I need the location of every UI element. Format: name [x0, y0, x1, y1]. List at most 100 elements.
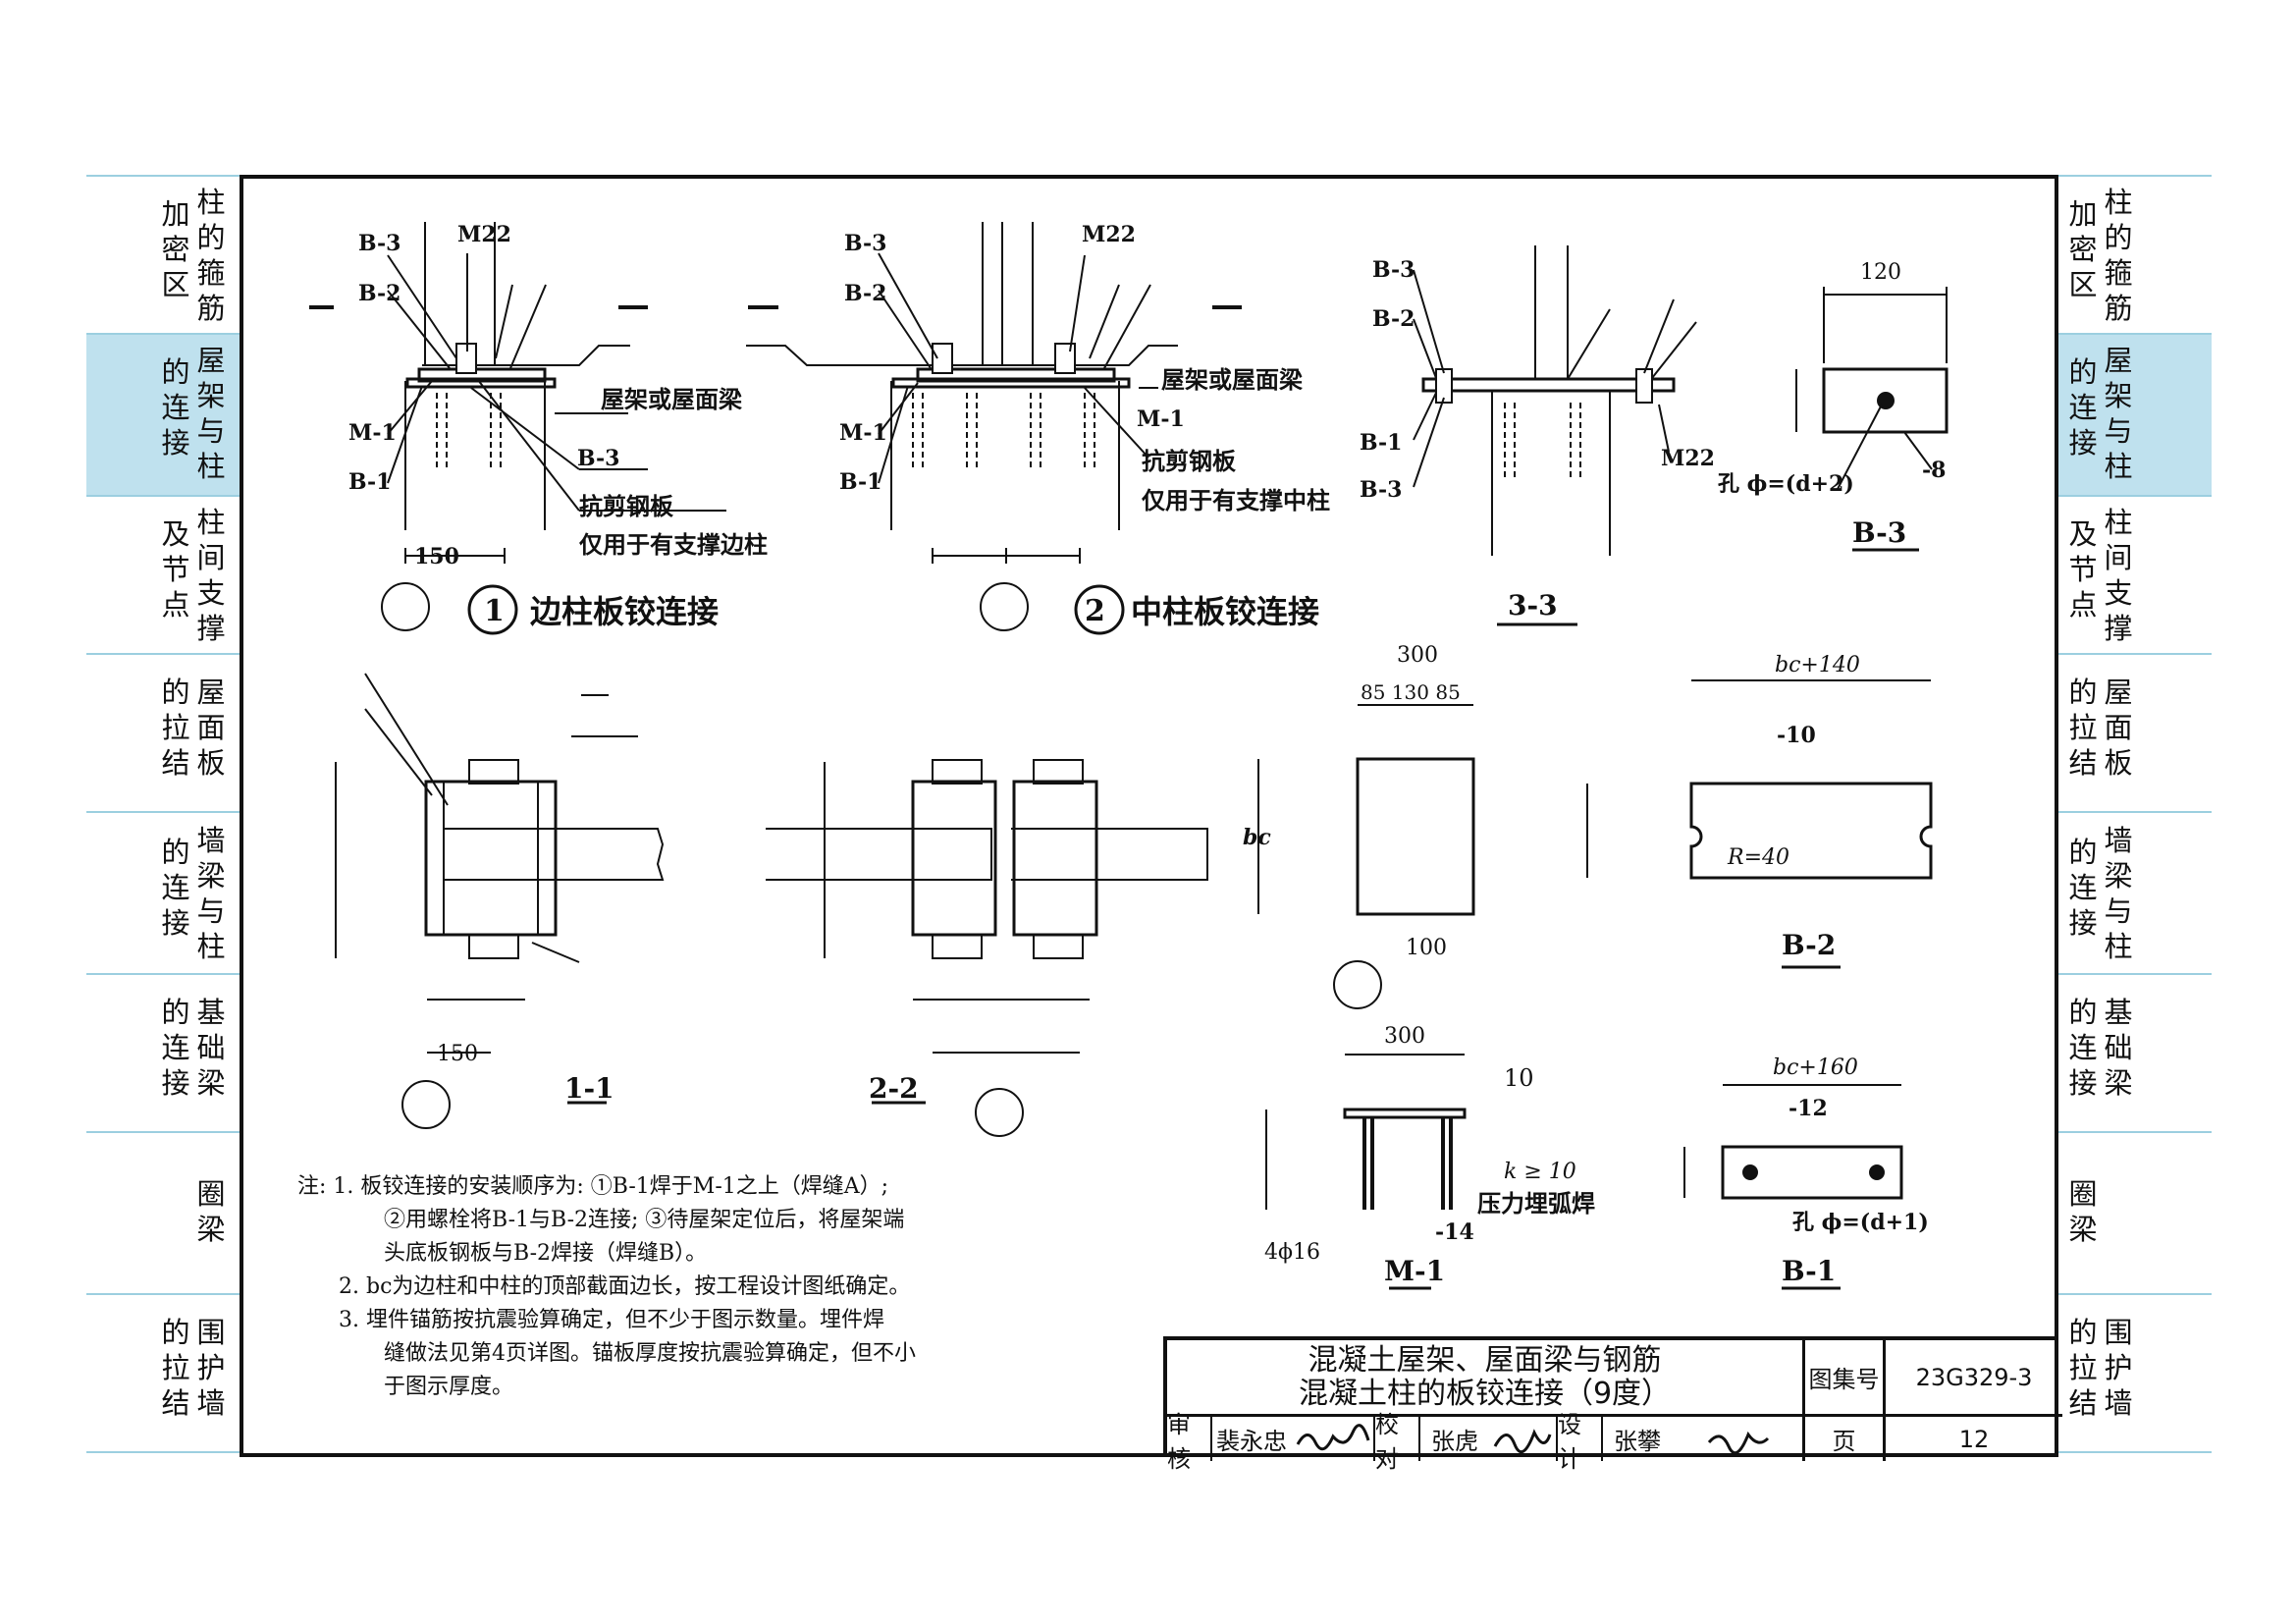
checker-signature — [1489, 1417, 1558, 1461]
label-shear-plate-d2: 抗剪钢板 — [1142, 447, 1237, 475]
tab-divider — [86, 973, 240, 975]
right-tab-0[interactable]: 柱的箍筋 加密区 — [2058, 177, 2212, 333]
part-m1-title: M-1 — [1384, 1255, 1445, 1287]
left-tab-4[interactable]: 墙梁与柱 的连接 — [86, 813, 240, 973]
tab-divider — [86, 811, 240, 813]
designer-signature — [1672, 1417, 1805, 1461]
label-fillet-10: 10 — [1504, 1064, 1534, 1092]
label-hole-b3: 孔 ϕ=(d+2) — [1718, 471, 1854, 497]
note-line: 2. bc为边柱和中柱的顶部截面边长，按工程设计图纸确定。 — [339, 1274, 911, 1299]
label-b3-d1b: B-3 — [577, 446, 619, 471]
label-roof-beam-d2: 屋架或屋面梁 — [1161, 365, 1303, 394]
tab-divider — [2058, 1451, 2212, 1453]
right-tab-6[interactable]: 圈梁 — [2058, 1133, 2212, 1293]
plan-1-1 — [335, 673, 665, 1129]
left-tab-7[interactable]: 围护墙 的拉结 — [86, 1295, 240, 1451]
left-tab-0[interactable]: 柱的箍筋 加密区 — [86, 177, 240, 333]
left-tab-5[interactable]: 基础梁 的连接 — [86, 975, 240, 1131]
atlas-label: 图集号 — [1805, 1340, 1886, 1417]
left-tab-0-col1: 柱的箍筋 — [196, 186, 226, 325]
dim-120: 120 — [1860, 260, 1901, 285]
label-k: k ≥ 10 — [1504, 1160, 1576, 1184]
dim-300-m1: 300 — [1384, 1024, 1425, 1049]
right-tab-4[interactable]: 墙梁与柱 的连接 — [2058, 813, 2212, 973]
dim-minus8: -8 — [1922, 458, 1946, 483]
right-tab-5-col2: 的连接 — [2068, 996, 2098, 1100]
right-tab-3[interactable]: 屋面板 的拉结 — [2058, 655, 2212, 811]
right-tab-4-col2: 的连接 — [2068, 836, 2098, 940]
right-tab-5[interactable]: 基础梁 的连接 — [2058, 975, 2212, 1131]
left-tab-6-col1: 圈梁 — [196, 1177, 226, 1246]
right-tab-1[interactable]: 屋架与柱 的连接 — [2058, 335, 2212, 495]
tab-divider — [86, 1293, 240, 1295]
checker-name: 张虎 — [1431, 1428, 1478, 1455]
right-tab-4-col1: 墙梁与柱 — [2104, 824, 2133, 963]
label-m22-d2: M22 — [1082, 222, 1136, 247]
left-tab-5-col1: 基础梁 — [196, 996, 226, 1100]
label-b1-d2: B-1 — [839, 469, 881, 495]
dim-minus14: -14 — [1435, 1219, 1474, 1245]
label-shear-plate-d1: 抗剪钢板 — [579, 492, 674, 520]
note-line: 3. 埋件锚筋按抗震验算确定，但不少于图示数量。埋件焊 — [339, 1308, 884, 1332]
left-tab-0-col2: 加密区 — [161, 197, 190, 301]
left-tab-7-col1: 围护墙 — [196, 1316, 226, 1420]
label-m1-d2: M-1 — [839, 420, 887, 446]
label-b3-s33b: B-3 — [1360, 477, 1402, 503]
right-tab-1-col1: 屋架与柱 — [2104, 344, 2133, 483]
left-tab-3[interactable]: 屋面板 的拉结 — [86, 655, 240, 811]
right-tab-3-col1: 屋面板 — [2104, 676, 2133, 780]
title-block: 混凝土屋架、屋面梁与钢筋 混凝土柱的板铰连接（9度） 图集号 23G329-3 … — [1163, 1336, 2062, 1473]
label-b1-s33: B-1 — [1360, 430, 1402, 456]
drawing-title-line2: 混凝土柱的板铰连接（9度） — [1298, 1376, 1672, 1411]
reviewer-signature — [1291, 1417, 1375, 1461]
tab-divider — [86, 333, 240, 335]
detail-1-num: 1 — [484, 594, 505, 628]
right-tab-0-col2: 加密区 — [2068, 197, 2098, 301]
dim-minus12: -12 — [1789, 1096, 1828, 1121]
right-tab-2[interactable]: 柱间支撑 及节点 — [2058, 497, 2212, 653]
tab-divider — [2058, 333, 2212, 335]
left-tab-2-col1: 柱间支撑 — [196, 506, 226, 645]
designer-name: 张攀 — [1614, 1428, 1661, 1455]
section-3-3-title: 3-3 — [1508, 589, 1558, 622]
dim-bc140: bc+140 — [1775, 653, 1860, 677]
reviewer-name: 裴永忠 — [1216, 1428, 1287, 1455]
left-tab-5-col2: 的连接 — [161, 996, 190, 1100]
label-b1-d1: B-1 — [348, 469, 391, 495]
review-label: 审核 — [1167, 1411, 1212, 1473]
detail-2-num: 2 — [1085, 594, 1105, 628]
drawing-frame — [240, 175, 2058, 1457]
detail-1-elevation — [309, 222, 726, 635]
right-tab-3-col2: 的拉结 — [2068, 676, 2098, 780]
left-tab-6[interactable]: 圈梁 — [86, 1133, 240, 1293]
part-b3-title: B-3 — [1852, 516, 1906, 549]
part-b-2 — [1586, 679, 1933, 969]
left-tab-2[interactable]: 柱间支撑 及节点 — [86, 497, 240, 653]
label-roof-beam-d1: 屋架或屋面梁 — [601, 385, 742, 413]
left-tab-2-col2: 及节点 — [161, 517, 190, 622]
page-number: 12 — [1958, 1425, 1990, 1453]
label-m1-d2b: M-1 — [1137, 406, 1185, 432]
right-tab-7-col1: 围护墙 — [2104, 1316, 2133, 1420]
dim-minus10: -10 — [1777, 723, 1816, 748]
left-tab-1-col1: 屋架与柱 — [196, 344, 226, 483]
right-tab-5-col1: 基础梁 — [2104, 996, 2133, 1100]
left-tab-4-col2: 的连接 — [161, 836, 190, 940]
tab-divider — [86, 495, 240, 497]
right-tab-7[interactable]: 围护墙 的拉结 — [2058, 1295, 2212, 1451]
checker-signature-mark — [1493, 1428, 1552, 1453]
tab-divider — [86, 653, 240, 655]
note-line: 注: 1. 板铰连接的安装顺序为: ①B-1焊于M-1之上（焊缝A）; — [297, 1174, 889, 1199]
dim-150-d1: 150 — [414, 544, 459, 569]
section-3-3 — [1413, 245, 1697, 626]
embedded-plate-plan — [1257, 704, 1475, 1009]
left-tab-1[interactable]: 屋架与柱 的连接 — [86, 335, 240, 495]
detail-1-title: 边柱板铰连接 — [530, 593, 719, 630]
tab-divider — [2058, 811, 2212, 813]
left-tab-4-col1: 墙梁与柱 — [196, 824, 226, 963]
section-2-2-title: 2-2 — [869, 1072, 919, 1105]
right-tab-6-col1: 圈梁 — [2068, 1177, 2098, 1246]
note-line: 缝做法见第4页详图。锚板厚度按抗震验算确定，但不小 — [384, 1341, 916, 1366]
tab-divider — [2058, 1293, 2212, 1295]
